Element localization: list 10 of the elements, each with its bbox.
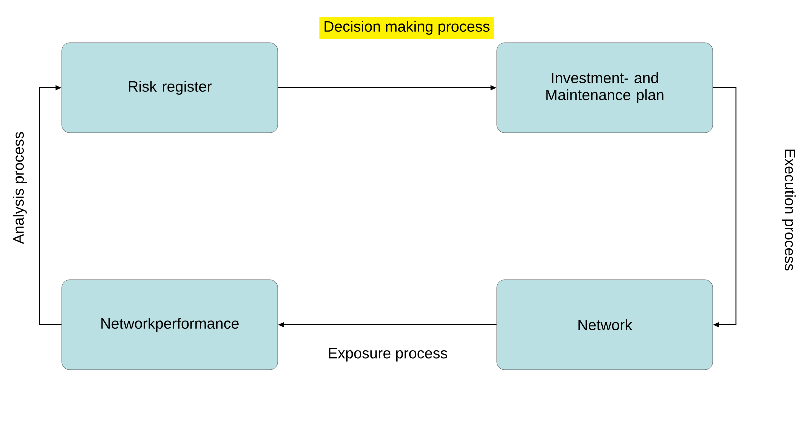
- edge-label: Exposure process: [324, 344, 452, 366]
- process-box: Network: [496, 280, 714, 370]
- process-box: Risk register: [62, 42, 278, 134]
- edge-label: Execution process: [778, 144, 800, 276]
- arrow: [712, 88, 737, 328]
- edge-label: Analysis process: [9, 128, 31, 248]
- process-box: Networkperformance: [62, 280, 278, 370]
- process-box: Investment- and Maintenance plan: [496, 42, 714, 134]
- edge-label: Decision making process: [320, 17, 494, 39]
- arrow: [39, 85, 62, 326]
